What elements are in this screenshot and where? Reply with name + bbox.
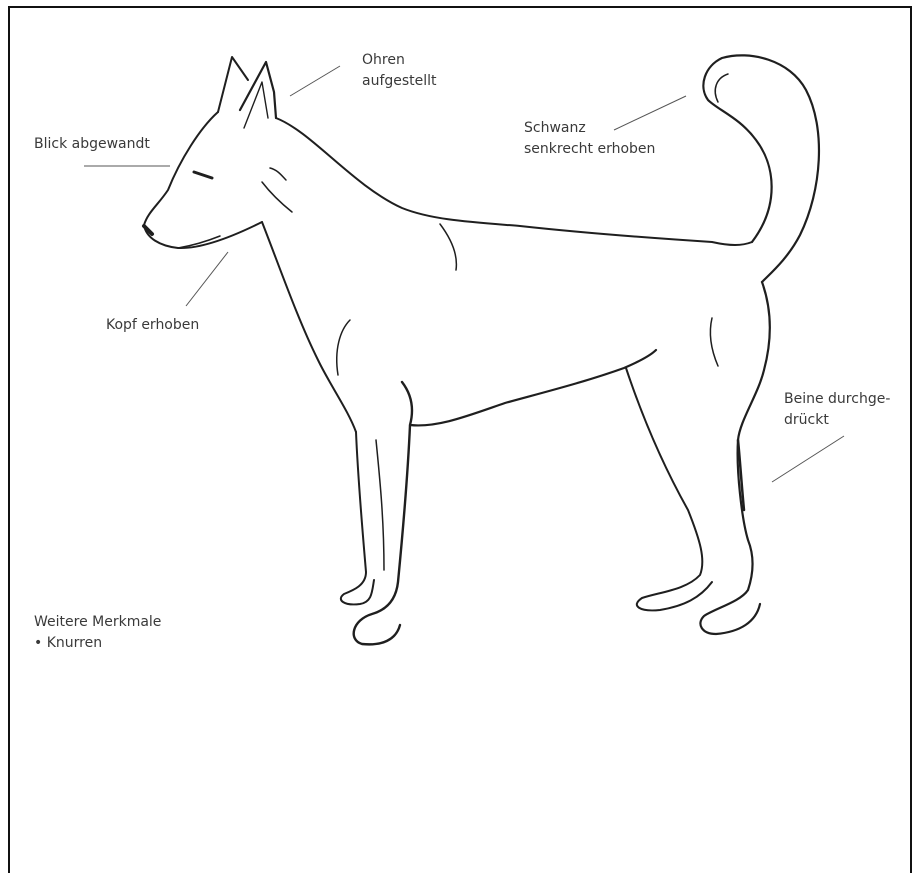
leader-legs (772, 436, 844, 482)
dog-tail (703, 55, 819, 282)
leader-head (186, 252, 228, 306)
dog-hind-thigh (710, 318, 718, 366)
label-further-title: Weitere Merkmale (34, 612, 161, 633)
label-legs: Beine durchge- drückt (784, 389, 890, 431)
dog-head (144, 112, 262, 248)
label-legs-line1: Beine durchge- (784, 389, 890, 410)
dog-belly (410, 350, 656, 425)
dog-chest (262, 222, 356, 432)
dog-ear-inner (244, 82, 268, 128)
label-legs-line2: drückt (784, 410, 890, 431)
dog-ear-right (240, 62, 276, 118)
dog-front-leg-back (341, 432, 374, 604)
label-ears-line1: Ohren (362, 50, 437, 71)
label-head: Kopf erhoben (106, 315, 199, 336)
label-tail-line1: Schwanz (524, 118, 655, 139)
dog-cheek (262, 182, 292, 212)
dog-nose (144, 226, 152, 234)
dog-hind-leg-front (626, 368, 712, 610)
label-tail-line2: senkrecht erhoben (524, 139, 655, 160)
dog-eye (194, 172, 212, 178)
dog-neck-shade (270, 168, 286, 180)
label-further-features: Weitere Merkmale • Knurren (34, 612, 161, 654)
label-ears-line2: aufgestellt (362, 71, 437, 92)
leader-ears (290, 66, 340, 96)
label-tail: Schwanz senkrecht erhoben (524, 118, 655, 160)
label-head-text: Kopf erhoben (106, 315, 199, 336)
dog-shoulder (337, 320, 350, 375)
dog-drawing (144, 55, 819, 644)
label-ears: Ohren aufgestellt (362, 50, 437, 92)
label-gaze: Blick abgewandt (34, 134, 150, 155)
dog-back-shade (440, 224, 456, 270)
label-further-item: • Knurren (34, 633, 161, 654)
dog-front-leg-line (376, 440, 384, 570)
dog-tail-inner (715, 74, 728, 102)
dog-back (276, 118, 752, 245)
label-gaze-text: Blick abgewandt (34, 134, 150, 155)
